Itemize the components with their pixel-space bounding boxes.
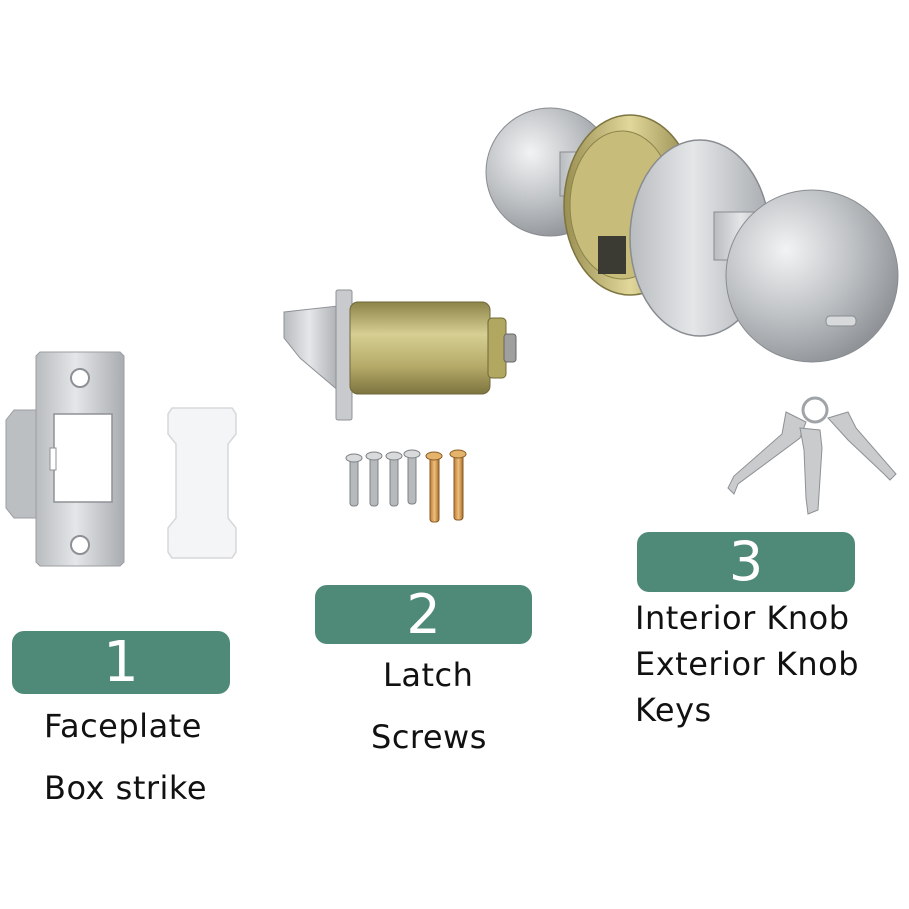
latch-graphic <box>283 289 517 421</box>
part-number-2: 2 <box>406 583 441 646</box>
faceplate-graphic <box>5 351 125 567</box>
part-number-1: 1 <box>103 630 139 695</box>
part-number-badge-1: 1 <box>12 631 230 694</box>
part-label-latch: Latch <box>383 656 474 694</box>
part-number-badge-3: 3 <box>637 532 855 592</box>
part-label-keys: Keys <box>635 691 712 729</box>
part-label-box-strike: Box strike <box>44 769 207 807</box>
part-number-3: 3 <box>728 530 764 593</box>
knob-set-graphic <box>485 107 899 363</box>
keys-graphic <box>727 396 897 515</box>
part-label-exterior-knob: Exterior Knob <box>635 645 859 683</box>
part-label-interior-knob: Interior Knob <box>635 599 850 637</box>
part-label-faceplate: Faceplate <box>44 707 202 745</box>
box-strike-graphic <box>167 407 237 559</box>
part-label-screws: Screws <box>371 718 487 756</box>
part-number-badge-2: 2 <box>315 585 532 644</box>
screws-graphic <box>345 449 467 523</box>
